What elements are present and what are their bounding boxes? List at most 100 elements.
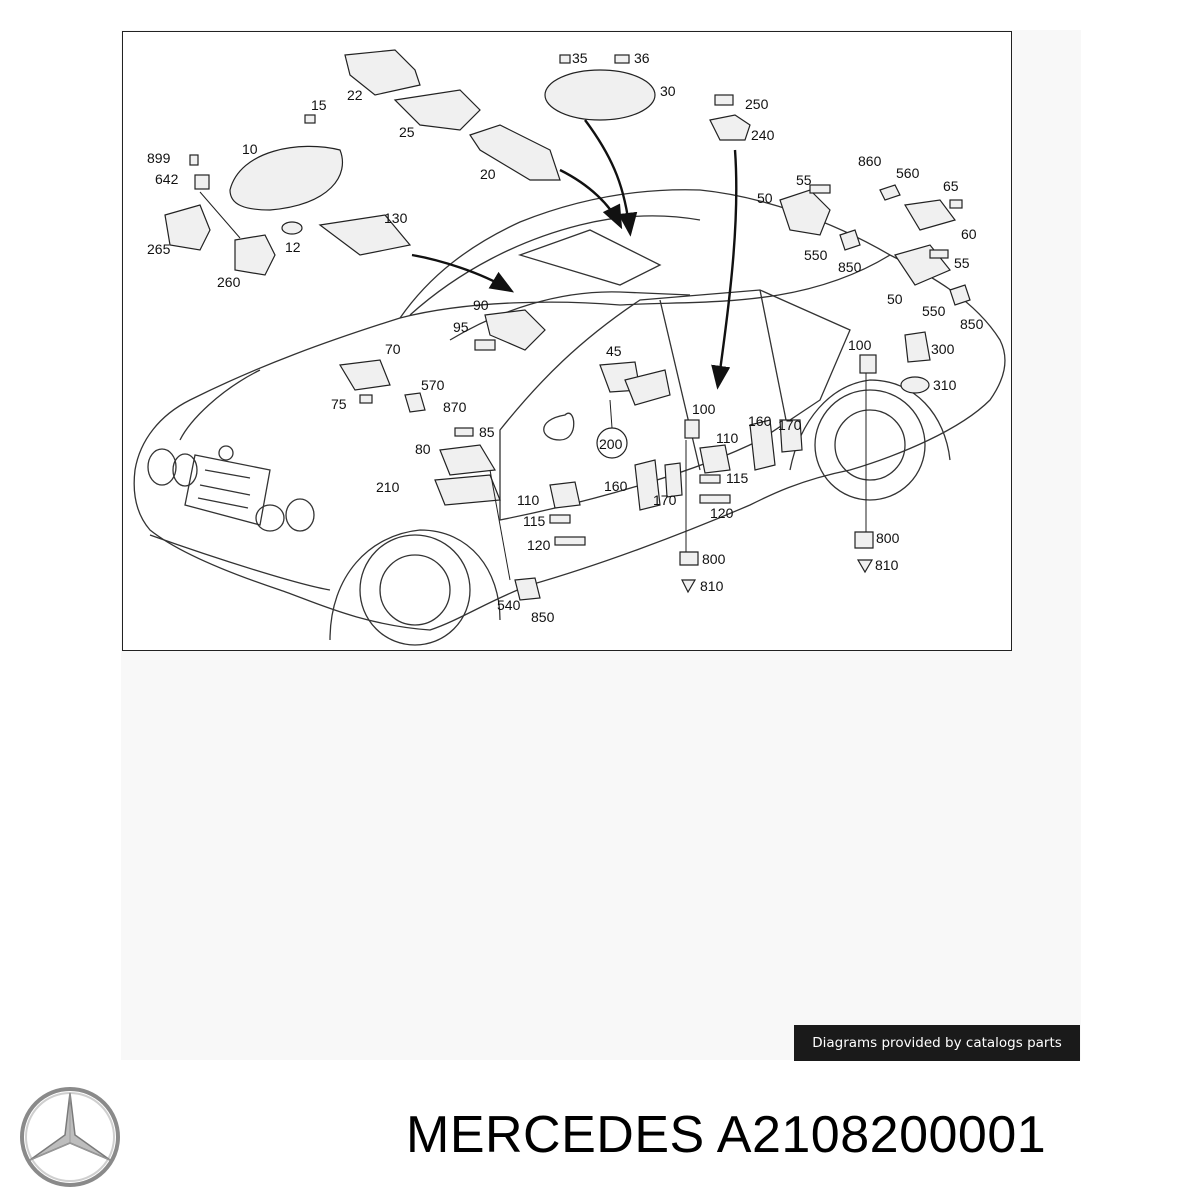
part-label: 55 — [796, 172, 812, 188]
bulb-250 — [714, 94, 734, 106]
bulb-holder-642 — [194, 174, 210, 190]
part-label: 170 — [653, 492, 677, 508]
parts-shapes — [164, 49, 971, 601]
housing-265 — [164, 204, 211, 251]
arrow-240 — [711, 149, 738, 390]
holder-550-upper — [839, 229, 861, 251]
part-label: 560 — [896, 165, 920, 181]
part-label: 100 — [848, 337, 872, 353]
thin-leaders — [199, 191, 867, 581]
console-part-22 — [344, 49, 421, 96]
part-label: 70 — [385, 341, 401, 357]
part-label: 75 — [331, 396, 347, 412]
lamp-90 — [484, 309, 546, 351]
part-label: 170 — [778, 417, 802, 433]
part-label: 300 — [931, 341, 955, 357]
part-label: 65 — [943, 178, 959, 194]
part-label: 35 — [572, 50, 588, 66]
part-label: 860 — [858, 153, 882, 169]
part-label: 550 — [922, 303, 946, 319]
switch-200 — [624, 369, 671, 406]
part-label: 95 — [453, 319, 469, 335]
holder-540 — [514, 577, 541, 601]
bulb-95 — [474, 339, 496, 351]
part-label: 810 — [875, 557, 899, 573]
ring-310 — [900, 376, 930, 394]
part-label: 240 — [751, 127, 775, 143]
part-labels: 35 36 22 30 15 25 250 240 899 10 20 642 … — [147, 50, 984, 625]
part-label: 30 — [660, 83, 676, 99]
overhead-lamp-30 — [544, 69, 656, 121]
part-label: 642 — [155, 171, 179, 187]
part-label: 20 — [480, 166, 496, 182]
part-label: 85 — [479, 424, 495, 440]
lamp-300 — [904, 331, 931, 363]
bulb-75 — [359, 394, 373, 404]
part-label: 210 — [376, 479, 400, 495]
lamp-70 — [339, 359, 391, 391]
bulb-115-left — [549, 514, 571, 524]
console-part-25 — [393, 89, 481, 131]
bulb-85 — [454, 427, 474, 437]
lens-120-center — [699, 494, 731, 504]
part-label: 265 — [147, 241, 171, 257]
part-label: 60 — [961, 226, 977, 242]
bulb-35 — [559, 54, 571, 64]
part-label: 50 — [887, 291, 903, 307]
part-label: 850 — [838, 259, 862, 275]
part-label: 870 — [443, 399, 467, 415]
bulb-115-center — [699, 474, 721, 484]
part-label: 160 — [748, 413, 772, 429]
part-label: 115 — [523, 513, 546, 529]
part-label: 200 — [599, 436, 623, 452]
lamp-170-left — [664, 462, 683, 498]
lamp-160-left — [634, 459, 661, 511]
console-130 — [318, 214, 412, 256]
arrow-20 — [559, 168, 623, 230]
contact-810-front — [681, 579, 697, 594]
part-860-holder — [879, 184, 901, 201]
part-label: 800 — [702, 551, 726, 567]
part-label: 25 — [399, 124, 415, 140]
part-label: 10 — [242, 141, 258, 157]
overhead-console-10 — [229, 145, 344, 211]
lamp-160-right — [749, 419, 776, 471]
bulb-899 — [189, 154, 199, 166]
connector-800-front — [679, 551, 699, 566]
console-part-20 — [469, 124, 561, 181]
lens-120-left — [554, 536, 586, 546]
contact-810-rear — [856, 559, 874, 574]
part-label: 80 — [415, 441, 431, 457]
part-label: 130 — [384, 210, 408, 226]
lamp-110-center — [699, 444, 731, 474]
part-label: 310 — [933, 377, 957, 393]
part-label: 110 — [716, 430, 739, 446]
part-label: 36 — [634, 50, 650, 66]
part-label: 115 — [726, 470, 749, 486]
holder-570 — [404, 392, 426, 413]
part-label: 120 — [527, 537, 551, 553]
part-label: 55 — [954, 255, 970, 271]
part-label: 899 — [147, 150, 171, 166]
lamp-80 — [439, 444, 496, 476]
lamp-210 — [434, 474, 501, 506]
leader-lines — [411, 119, 738, 390]
mercedes-star-logo-icon — [20, 1087, 120, 1187]
holder-550-lower — [949, 284, 971, 306]
switch-100-front — [684, 419, 700, 439]
page-title: MERCEDES A2108200001 — [406, 1106, 1047, 1164]
part-label: 90 — [473, 297, 489, 313]
part-label: 15 — [311, 97, 327, 113]
part-label: 540 — [497, 597, 521, 613]
lens-12 — [281, 221, 303, 235]
bulb-55-upper — [809, 184, 831, 194]
part-label: 22 — [347, 87, 363, 103]
part-label: 120 — [710, 505, 734, 521]
lamp-110-left — [549, 481, 581, 509]
part-label: 800 — [876, 530, 900, 546]
credit-badge: Diagrams provided by catalogs parts — [794, 1025, 1080, 1061]
arrow-130 — [411, 253, 515, 293]
lamp-170-right — [779, 419, 803, 453]
part-label: 570 — [421, 377, 445, 393]
